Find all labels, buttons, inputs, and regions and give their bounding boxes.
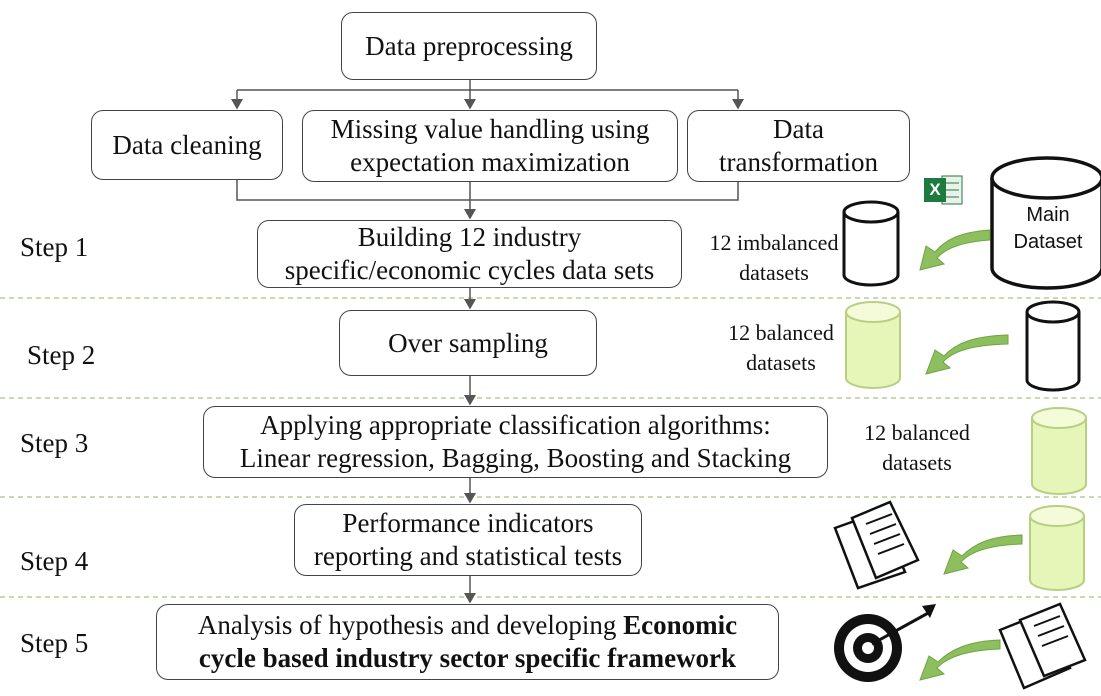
arrow-to-target-step5 (919, 639, 1001, 681)
step-1-line-1: Building 12 industry (357, 222, 582, 253)
data-preprocessing-label: Data preprocessing (365, 30, 573, 61)
step-5-box: Analysis of hypothesis and developing Ec… (156, 604, 779, 680)
excel-icon (924, 175, 963, 205)
database-icon-main (990, 156, 1101, 290)
step-3-box: Applying appropriate classification algo… (203, 406, 828, 478)
step-5-text-bold-1: Economic (623, 610, 738, 641)
main-dataset-line-1: Main (1026, 204, 1070, 226)
database-icon-imbalanced-step2 (1025, 300, 1081, 392)
data-transformation-line-2: transformation (719, 147, 878, 177)
step-dividers (0, 297, 1101, 598)
balanced-3-line-2: datasets (882, 449, 952, 475)
balanced-datasets-step3-label: 12 balanced datasets (842, 418, 992, 477)
imbalanced-line-1: 12 imbalanced (709, 230, 839, 255)
balanced-datasets-step2-label: 12 balanced datasets (706, 318, 856, 377)
balanced-3-line-1: 12 balanced (864, 420, 970, 445)
target-icon (834, 604, 936, 682)
main-dataset-line-2: Dataset (1013, 231, 1083, 253)
missing-value-line-2: expectation maximization (350, 147, 630, 177)
step-3-label: Step 3 (20, 428, 89, 458)
missing-value-box: Missing value handling using expectation… (302, 110, 678, 182)
step-5-text-bold-2: cycle based industry sector specific fra… (198, 643, 737, 673)
step-2-label: Step 2 (27, 340, 96, 370)
step-5-line-1: Analysis of hypothesis and developing Ec… (198, 609, 737, 642)
step-3-line-2: Linear regression, Bagging, Boosting and… (239, 443, 792, 473)
step-3-line-1: Applying appropriate classification algo… (260, 410, 771, 441)
step-4-line-2: reporting and statistical tests (313, 541, 623, 571)
green-arrows (919, 229, 1023, 681)
step-1-label: Step 1 (20, 232, 89, 262)
step-2-box: Over sampling (339, 310, 597, 376)
step-2-line-1: Over sampling (388, 327, 548, 358)
step-4-label: Step 4 (20, 546, 89, 576)
step-1-box: Building 12 industry specific/economic c… (257, 220, 682, 288)
step-4-line-1: Performance indicators (342, 508, 594, 539)
database-icon-balanced-step3 (1031, 407, 1087, 495)
balanced-2-line-1: 12 balanced (728, 320, 834, 345)
balanced-2-line-2: datasets (746, 349, 816, 375)
step-4-box: Performance indicators reporting and sta… (294, 504, 642, 576)
main-dataset-label: Main Dataset (996, 202, 1100, 256)
database-icon-balanced-step2 (845, 301, 901, 389)
step-5-text-regular: Analysis of hypothesis and developing (197, 610, 624, 641)
database-icon-balanced-step4 (1029, 505, 1085, 591)
database-icon-imbalanced (842, 200, 900, 287)
data-preprocessing-box: Data preprocessing (341, 12, 597, 80)
documents-icon-step4 (833, 500, 920, 590)
data-transformation-box: Data transformation (687, 110, 910, 182)
arrow-to-documents-step4 (943, 534, 1023, 575)
imbalanced-line-2: datasets (739, 259, 809, 285)
data-transformation-line-1: Data (773, 114, 824, 145)
arrow-main-to-imbalanced (919, 229, 991, 271)
data-cleaning-label: Data cleaning (112, 129, 262, 160)
step-5-label: Step 5 (20, 628, 89, 658)
step-1-line-2: specific/economic cycles data sets (284, 255, 655, 285)
excel-letter: X (929, 180, 941, 199)
data-cleaning-box: Data cleaning (91, 110, 283, 180)
missing-value-line-1: Missing value handling using (330, 114, 650, 145)
flow-connectors (231, 80, 744, 604)
imbalanced-datasets-label: 12 imbalanced datasets (694, 228, 854, 287)
arrow-to-balanced-step2 (925, 334, 1009, 375)
documents-icon-step5 (998, 602, 1087, 690)
